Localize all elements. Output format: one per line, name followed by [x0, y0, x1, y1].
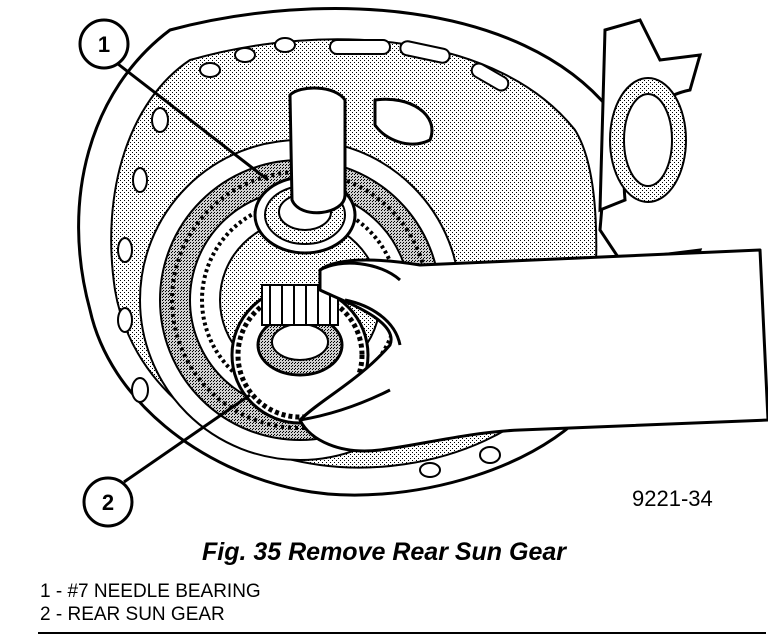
legend-item-2: 2 - REAR SUN GEAR	[40, 603, 766, 626]
figure-illustration: 1 2	[77, 7, 768, 528]
hand	[288, 86, 768, 453]
legend-text: REAR SUN GEAR	[67, 604, 225, 625]
legend-divider	[38, 632, 766, 634]
legend-number: 1	[40, 581, 51, 602]
legend-separator: -	[50, 604, 68, 625]
callout-2-number: 2	[102, 490, 114, 515]
callout-1: 1	[78, 18, 269, 182]
callout-2: 2	[82, 393, 251, 528]
callout-1-number: 1	[98, 32, 110, 57]
bolt-holes	[117, 37, 510, 478]
figure-caption: Fig. 35 Remove Rear Sun Gear	[201, 538, 567, 566]
legend-text: #7 NEEDLE BEARING	[67, 581, 261, 602]
legend-number: 2	[40, 604, 51, 625]
mounting-bracket	[598, 18, 703, 213]
figure-id-code: 9221-34	[632, 486, 713, 511]
legend-separator: -	[50, 581, 68, 602]
rear-sun-gear	[230, 284, 370, 425]
legend-item-1: 1 - #7 NEEDLE BEARING	[40, 580, 766, 603]
legend: 1 - #7 NEEDLE BEARING 2 - REAR SUN GEAR	[40, 580, 766, 626]
